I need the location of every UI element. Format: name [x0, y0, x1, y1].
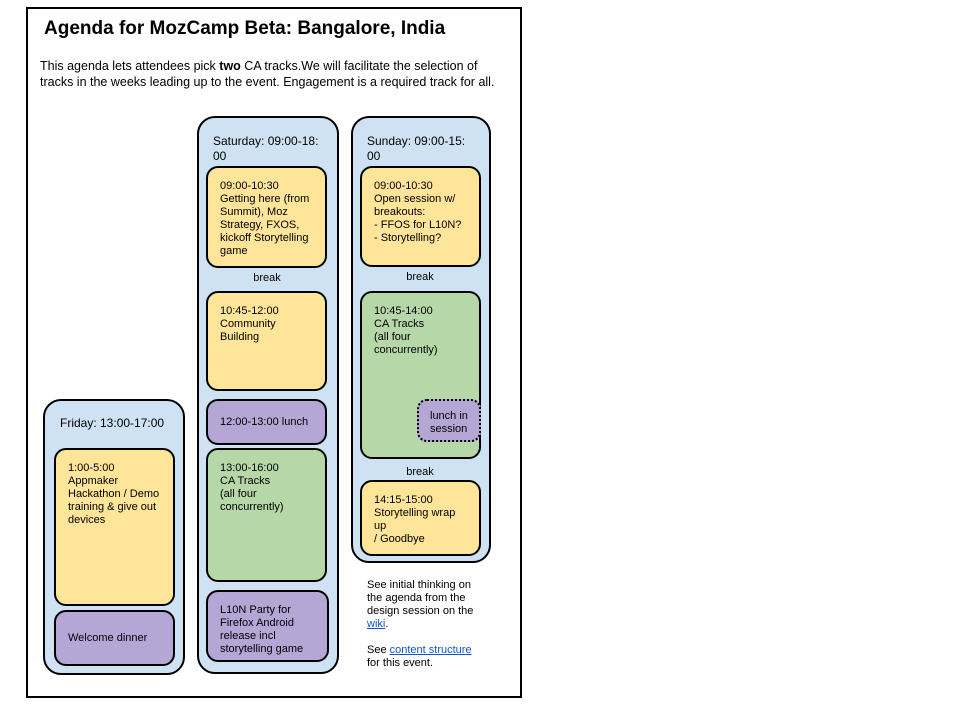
saturday-session4-line: CA Tracks — [220, 475, 271, 487]
saturday-session-l10n-party: L10N Party for Firefox Android release i… — [206, 590, 329, 662]
saturday-session1-line: game — [220, 245, 248, 257]
wiki-note-line: See initial thinking on — [367, 579, 471, 591]
saturday-session4-line: concurrently) — [220, 501, 284, 513]
saturday-session5-line: release incl — [220, 630, 276, 642]
intro-text-start: This agenda lets attendees pick — [40, 59, 220, 73]
intro-text-end: CA tracks.We will facilitate the selecti… — [40, 59, 495, 89]
wiki-note-period: . — [385, 618, 389, 630]
saturday-session1-line: Summit), Moz — [220, 206, 288, 218]
content-note-prefix: See — [367, 644, 390, 656]
saturday-session-ca-tracks: 13:00-16:00 CA Tracks (all four concurre… — [206, 448, 327, 582]
sunday-session2-line: 10:45-14:00 — [374, 305, 433, 317]
saturday-session1-line: 09:00-10:30 — [220, 180, 279, 192]
saturday-session3-label: 12:00-13:00 lunch — [220, 415, 309, 428]
sunday-session2-line: concurrently) — [374, 344, 438, 356]
content-note-line: See content structure — [367, 644, 487, 657]
saturday-heading-line: 00 — [213, 149, 227, 163]
friday-session-dinner: Welcome dinner — [54, 610, 175, 666]
saturday-heading-line: Saturday: 09:00-18: — [213, 134, 319, 148]
saturday-session5-line: L10N Party for — [220, 604, 291, 616]
sunday-heading: Sunday: 09:00-15: 00 — [367, 134, 465, 164]
sunday-session-open: 09:00-10:30 Open session w/ breakouts: -… — [360, 166, 481, 267]
friday-session2-label: Welcome dinner — [68, 631, 148, 644]
sunday-session2-line: CA Tracks — [374, 318, 425, 330]
saturday-heading: Saturday: 09:00-18: 00 — [213, 134, 318, 164]
page-title: Agenda for MozCamp Beta: Bangalore, Indi… — [44, 18, 446, 39]
wiki-note: See initial thinking on the agenda from … — [367, 579, 487, 631]
sunday-heading-line: Sunday: 09:00-15: — [367, 134, 466, 148]
wiki-note-line: the agenda from the — [367, 592, 466, 604]
intro-paragraph: This agenda lets attendees pick two CA t… — [40, 58, 500, 90]
sunday-heading-line: 00 — [367, 149, 381, 163]
saturday-session1-line: kickoff Storytelling — [220, 232, 309, 244]
sunday-session3-line: Storytelling wrap up — [374, 507, 456, 532]
sunday-session1-line: - Storytelling? — [374, 232, 442, 244]
saturday-session2-line: Building — [220, 331, 260, 343]
saturday-session1-line: Strategy, FXOS, — [220, 219, 300, 231]
sunday-session3-line: / Goodbye — [374, 533, 425, 545]
wiki-link[interactable]: wiki — [367, 618, 386, 630]
friday-session1-line: 1:00-5:00 — [68, 462, 115, 474]
saturday-session-community: 10:45-12:00 Community Building — [206, 291, 327, 391]
saturday-session5-line: Firefox Android — [220, 617, 294, 629]
saturday-session-opening: 09:00-10:30 Getting here (from Summit), … — [206, 166, 327, 268]
friday-session1-line: Hackathon / Demo — [68, 488, 160, 500]
saturday-session2-line: 10:45-12:00 — [220, 305, 279, 317]
friday-heading: Friday: 13:00-17:00 — [60, 416, 165, 430]
friday-session-hackathon: 1:00-5:00 Appmaker Hackathon / Demo trai… — [54, 448, 175, 606]
sunday-session1-line: breakouts: — [374, 206, 426, 218]
sunday-break-label: break — [406, 466, 434, 478]
saturday-session4-line: 13:00-16:00 — [220, 462, 279, 474]
sunday-lunch-line: session — [430, 423, 468, 435]
friday-session1-line: Appmaker — [68, 475, 119, 487]
intro-text-bold: two — [219, 59, 241, 73]
sunday-session1-line: 09:00-10:30 — [374, 180, 433, 192]
saturday-break-label: break — [253, 272, 281, 284]
sunday-session1-line: - FFOS for L10N? — [374, 219, 462, 231]
sunday-session1-line: Open session w/ — [374, 193, 456, 205]
saturday-session2-line: Community — [220, 318, 276, 330]
saturday-session5-line: storytelling game — [220, 643, 304, 655]
sunday-session2-line: (all four — [374, 331, 411, 343]
friday-session1-line: training & give out — [68, 501, 157, 513]
saturday-session4-line: (all four — [220, 488, 257, 500]
saturday-session-lunch: 12:00-13:00 lunch — [206, 399, 327, 445]
content-note-line: for this event. — [367, 657, 434, 669]
sunday-session-wrap-up: 14:15-15:00 Storytelling wrap up / Goodb… — [360, 480, 481, 556]
sunday-session3-line: 14:15-15:00 — [374, 494, 433, 506]
wiki-note-line: design session on the — [367, 605, 474, 617]
content-structure-link[interactable]: content structure — [389, 644, 472, 656]
sunday-lunch-line: lunch in — [430, 410, 468, 422]
wiki-note-line: wiki. — [367, 618, 487, 631]
sunday-lunch-in-session: lunch in session — [417, 399, 481, 442]
saturday-session1-line: Getting here (from — [220, 193, 310, 205]
content-structure-note: See content structure for this event. — [367, 644, 487, 670]
friday-session1-line: devices — [68, 514, 106, 526]
sunday-break-label: break — [406, 271, 434, 283]
